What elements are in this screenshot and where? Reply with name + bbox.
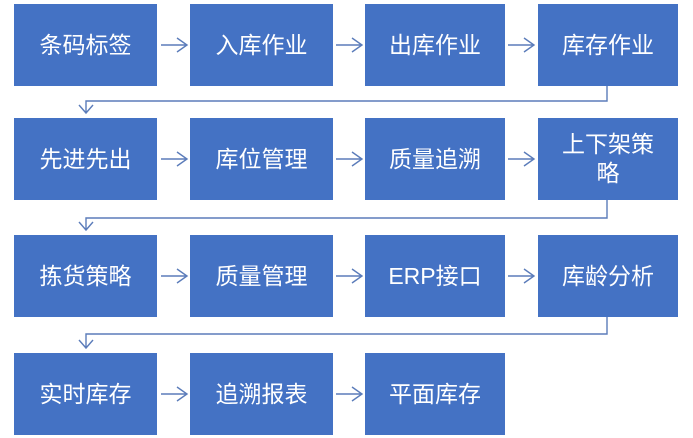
arrow-right-r1-1: [161, 37, 189, 53]
flow-node-fifo: 先进先出: [14, 118, 157, 200]
arrow-right-r2-3: [508, 151, 536, 167]
flow-node-erp-interface: ERP接口: [365, 235, 505, 317]
arrow-right-r3-2: [336, 268, 364, 284]
flow-node-flat-inventory: 平面库存: [365, 353, 505, 435]
elbow-arrow-r2-to-r3: [78, 200, 608, 232]
arrow-right-r2-1: [161, 151, 189, 167]
flow-node-realtime-inventory: 实时库存: [14, 353, 157, 435]
flow-node-barcode-label: 条码标签: [14, 4, 157, 86]
arrow-right-r2-2: [336, 151, 364, 167]
flow-node-location-management: 库位管理: [190, 118, 333, 200]
flow-node-shelving-strategy: 上下架策略: [538, 118, 678, 200]
flow-node-quality-traceability: 质量追溯: [365, 118, 505, 200]
arrow-right-r1-3: [508, 37, 536, 53]
flow-node-stock-age-analysis: 库龄分析: [538, 235, 678, 317]
elbow-arrow-r1-to-r2: [78, 86, 608, 115]
arrow-right-r3-3: [508, 268, 536, 284]
flow-node-traceability-report: 追溯报表: [190, 353, 333, 435]
elbow-arrow-r3-to-r4: [78, 317, 608, 350]
flow-node-inventory-operation: 库存作业: [538, 4, 678, 86]
flow-node-quality-management: 质量管理: [190, 235, 333, 317]
flow-node-picking-strategy: 拣货策略: [14, 235, 157, 317]
flow-node-outbound-operation: 出库作业: [365, 4, 505, 86]
arrow-right-r3-1: [161, 268, 189, 284]
arrow-right-r4-1: [161, 386, 189, 402]
arrow-right-r4-2: [336, 386, 364, 402]
flow-node-inbound-operation: 入库作业: [190, 4, 333, 86]
arrow-right-r1-2: [336, 37, 364, 53]
